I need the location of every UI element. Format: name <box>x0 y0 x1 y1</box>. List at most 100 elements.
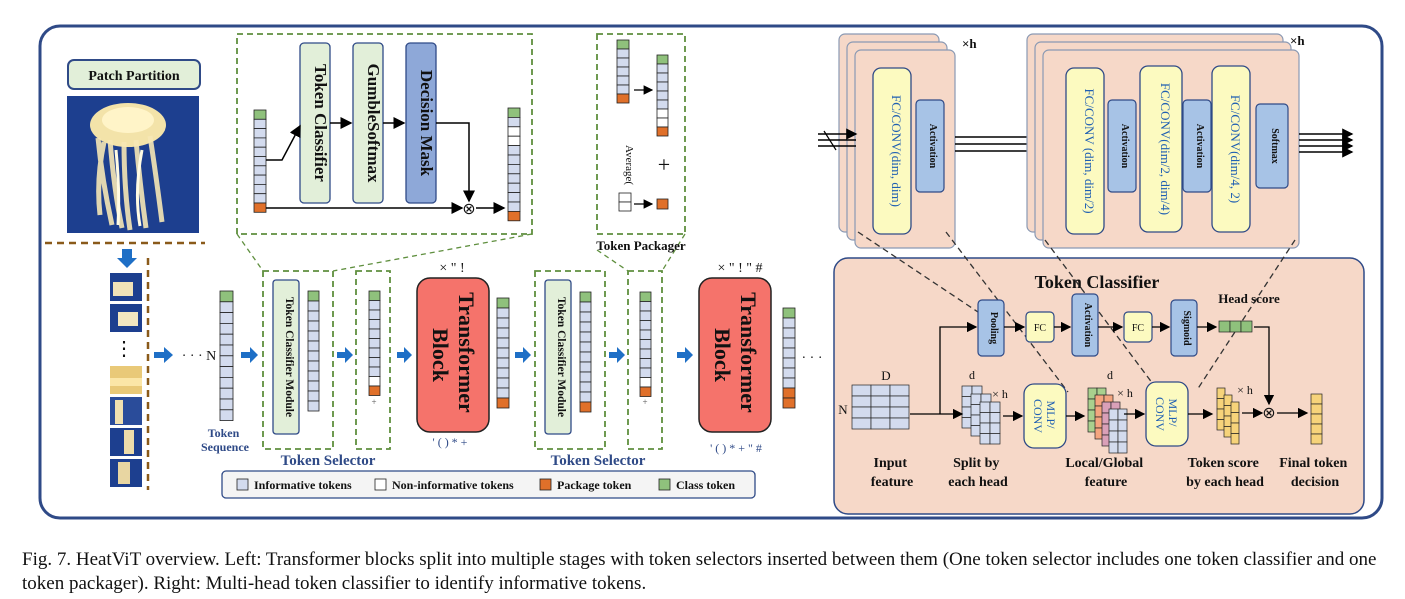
token-cell <box>507 126 521 137</box>
token-cell <box>496 297 510 309</box>
token-classifier-module-2-label: Token Classifier Module <box>555 297 567 417</box>
stack-connector-arrows <box>955 131 1040 157</box>
grid-cell <box>870 395 891 408</box>
token-cell <box>656 108 669 119</box>
token-sequence-line1: Token <box>208 426 240 440</box>
grid-cell <box>870 384 891 397</box>
grid-cell <box>1117 419 1128 432</box>
token-cell <box>368 385 381 396</box>
pooling-label: Pooling <box>988 312 999 344</box>
token-selector-2-label: Token Selector <box>551 453 646 469</box>
grid-cell <box>979 412 991 424</box>
split-by-head-stack <box>961 385 1001 445</box>
legend-informative-swatch <box>236 478 249 491</box>
token-cell <box>616 57 630 68</box>
token-cell <box>307 300 320 312</box>
local-global-feature-stack <box>1087 387 1128 454</box>
grid-cell <box>970 414 982 426</box>
token-cell <box>656 72 669 83</box>
grid-cell <box>970 404 982 416</box>
head-stack-2-times-h: ×h <box>1290 33 1305 48</box>
token-cell <box>579 381 592 393</box>
head-stack-1-times-h: ×h <box>962 36 977 51</box>
heatvit-overview-diagram: Patch Partition ⋮ · · · N Token Sequence… <box>38 24 1384 520</box>
packager-zoom-line-left <box>596 249 629 272</box>
selector-1-token-column <box>307 290 320 412</box>
grid-cell <box>1108 441 1119 454</box>
head-zoom-lines <box>857 231 1296 393</box>
lg-line2: feature <box>1085 475 1128 490</box>
head-score-row <box>1218 320 1253 333</box>
selector-detail-dash <box>236 33 533 235</box>
patch-tiles <box>110 273 142 487</box>
token-cell <box>219 344 234 357</box>
packager-output-column <box>656 54 669 137</box>
token-cell <box>656 63 669 74</box>
token-cell <box>507 210 521 222</box>
block-1-bottom-symbol: ' ( ) * + <box>433 435 468 449</box>
ts-xh-label: × h <box>1237 383 1253 397</box>
lg-line1: Local/Global <box>1065 456 1143 471</box>
grid-cell <box>1117 441 1128 454</box>
grid-cell <box>1218 320 1231 333</box>
token-cell <box>616 66 630 77</box>
token-cell <box>507 201 521 212</box>
grid-cell <box>851 417 872 430</box>
jellyfish-image <box>67 96 199 233</box>
head1-activation-label: Activation <box>927 124 938 169</box>
token-classifier-module-1 <box>272 279 300 435</box>
head2-activation1-box <box>1107 99 1137 193</box>
token-cell <box>368 319 381 330</box>
head2-fc2-label: FC/CONV(dim/2, dim/4) <box>1158 83 1173 215</box>
token-cell <box>219 322 234 335</box>
head2-activation1-label: Activation <box>1119 124 1130 169</box>
transformer-block-2-label: Transformer Block <box>710 292 761 418</box>
mlp-conv-1-label: MLP/ CONV <box>1031 399 1058 433</box>
mlp-conv-1-line2: CONV <box>1031 399 1045 433</box>
token-cell <box>368 309 381 320</box>
packager-result-token <box>656 198 669 210</box>
token-cell <box>656 117 669 128</box>
grid-cell <box>1230 401 1240 413</box>
token-cell <box>307 390 320 402</box>
grid-cell <box>979 433 991 445</box>
zoom-line-left <box>236 233 264 272</box>
token-cell <box>253 165 267 176</box>
token-cell <box>253 146 267 157</box>
grid-cell <box>989 422 1001 434</box>
token-cell <box>496 377 510 389</box>
packager-avg-token-b <box>618 201 632 212</box>
token-cell <box>639 386 652 397</box>
transformer-block-1-line2: Block <box>428 328 453 383</box>
token-cell <box>616 93 630 104</box>
ts-line2: by each head <box>1186 475 1264 490</box>
transformer-block-1-label: Transformer Block <box>428 292 479 418</box>
grid-cell <box>1240 320 1253 333</box>
legend-non-informative-swatch <box>374 478 387 491</box>
grid-cell <box>979 422 991 434</box>
input-feature-line2: feature <box>871 475 914 490</box>
token-cell <box>307 360 320 372</box>
split-xh-label: × h <box>992 387 1008 401</box>
patch-partition-label: Patch Partition <box>88 69 180 84</box>
token-cell <box>307 290 320 302</box>
final-token-decision-column <box>1310 393 1323 445</box>
grid-cell <box>961 396 973 408</box>
grid-cell <box>970 393 982 405</box>
token-sequence-column <box>219 290 234 421</box>
token-cell <box>253 156 267 167</box>
token-cell <box>253 137 267 148</box>
token-cell <box>579 321 592 333</box>
legend-package-label: Package token <box>557 478 632 492</box>
token-cell <box>368 366 381 377</box>
input-n-label: N <box>838 402 848 417</box>
token-cell <box>496 397 510 409</box>
small-plus: + <box>642 397 647 407</box>
token-cell <box>219 366 234 378</box>
token-cell <box>782 337 796 349</box>
grid-cell <box>1108 430 1119 443</box>
token-cell <box>307 370 320 382</box>
grid-cell <box>1117 430 1128 443</box>
grid-cell <box>961 385 973 397</box>
block-1-top-symbol: × " ! <box>439 261 464 276</box>
